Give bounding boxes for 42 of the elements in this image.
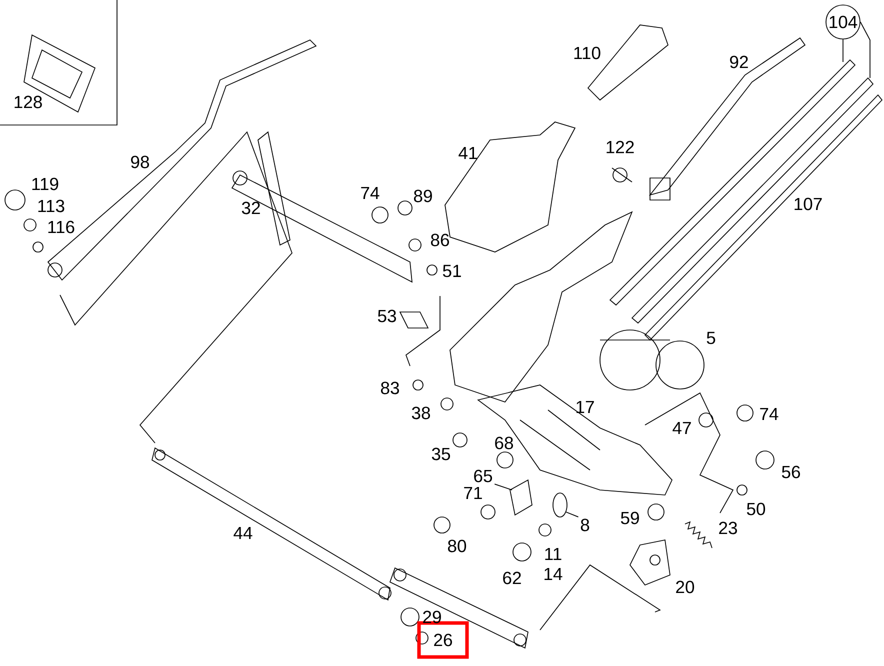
leader-line (842, 39, 844, 62)
callout-number: 116 (48, 220, 74, 234)
callout-number: 92 (730, 56, 748, 68)
callout-number: 44 (234, 526, 252, 540)
callout-number: 23 (719, 522, 737, 534)
callout-number: 50 (746, 502, 766, 516)
callout-number: 62 (503, 572, 521, 584)
callout-number: 5 (706, 332, 716, 344)
callout-number: 32 (242, 202, 260, 214)
callout-number: 51 (442, 264, 461, 278)
callout-number: 107 (794, 198, 822, 210)
callout-number: 56 (782, 466, 800, 478)
callout-number: 83 (381, 382, 399, 394)
callout-number: 47 (672, 422, 691, 434)
callout-number: 74 (760, 408, 778, 420)
callout-number: 14 (544, 568, 562, 580)
callout-number: 11 (545, 548, 562, 560)
callout-number: 8 (580, 518, 590, 532)
callout-number: 98 (131, 156, 150, 168)
callout-number: 38 (412, 406, 430, 420)
callout-number: 59 (620, 512, 639, 524)
callout-number: 74 (361, 186, 380, 200)
callout-number: 119 (32, 178, 58, 190)
callout-number: 53 (378, 310, 396, 322)
callout-number: 86 (431, 234, 449, 246)
callout-number: 29 (423, 610, 441, 624)
callout-number: 122 (606, 140, 634, 154)
callout-number: 35 (432, 448, 450, 460)
callout-number: 20 (676, 580, 694, 594)
callout-number: 89 (414, 190, 432, 202)
callout-number: 71 (464, 486, 482, 500)
leader-line (494, 484, 512, 490)
leader-line (566, 512, 579, 518)
callout-number: 113 (38, 200, 64, 212)
callout-number: 41 (458, 146, 477, 160)
callout-number: 128 (14, 96, 42, 108)
callout-number: 65 (474, 470, 492, 482)
callout-number: 68 (495, 436, 514, 450)
callout-number: 80 (448, 540, 466, 552)
callout-number: 110 (574, 46, 600, 60)
leader-line (860, 22, 870, 78)
callout-number: 17 (576, 400, 594, 414)
